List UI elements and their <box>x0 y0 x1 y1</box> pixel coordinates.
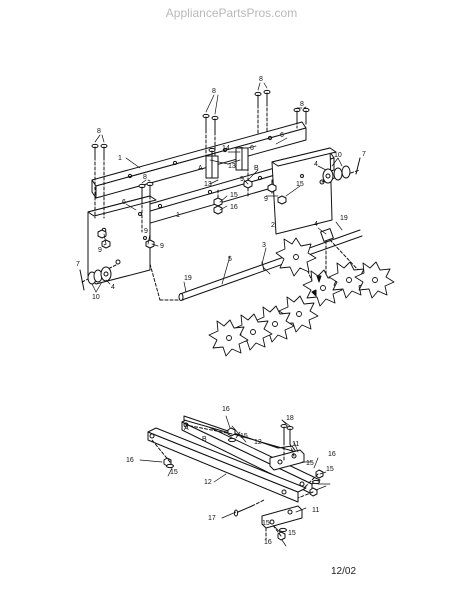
hex-nuts <box>97 179 287 249</box>
callout-label: B <box>254 165 259 172</box>
revision-date: 12/02 <box>331 566 357 577</box>
bearing-washers-left <box>79 266 112 291</box>
callout-label: 5 <box>228 256 232 263</box>
site-watermark: AppliancePartsPros.com <box>165 6 298 20</box>
callout-label: 15 <box>230 192 238 199</box>
tow-bar-top-rail <box>183 415 297 453</box>
callout-label: 13 <box>228 163 236 170</box>
callout-label: 19 <box>340 215 348 222</box>
callout-label: 16 <box>222 406 230 413</box>
callout-label: 2 <box>271 222 275 229</box>
callout-label: 16 <box>230 204 238 211</box>
callouts-bottom: 16 15 B 12 A 18 11 15 16 15 16 15 12 17 … <box>126 406 336 546</box>
tine-holders <box>205 147 249 179</box>
callout-label: 15 <box>170 469 178 476</box>
callout-label: 6 <box>250 145 254 152</box>
callout-label: 14 <box>222 145 230 152</box>
callout-label: 16 <box>264 539 272 546</box>
callout-label: 8 <box>259 76 263 83</box>
callout-label: 4 <box>314 161 318 168</box>
callout-label: B <box>202 436 207 443</box>
callout-label: 12 <box>254 439 262 446</box>
callout-label: 18 <box>286 415 294 422</box>
callout-label: 7 <box>362 151 366 158</box>
tow-bar-upper <box>181 417 321 495</box>
callout-label: 10 <box>92 294 100 301</box>
callout-label: 9 <box>144 228 148 235</box>
callout-label: 1 <box>118 155 122 162</box>
callout-label: 9 <box>98 247 102 254</box>
hitch-plate-lower <box>261 505 303 529</box>
callout-label: A <box>184 425 189 432</box>
hitch-alignment-lines <box>151 424 319 541</box>
callout-label: 15 <box>326 466 334 473</box>
callout-label: 17 <box>208 515 216 522</box>
callout-label: 8 <box>212 88 216 95</box>
star-tine-wheels <box>208 237 395 357</box>
callout-label: 15 <box>306 460 314 467</box>
callout-label: 7 <box>76 261 80 268</box>
callout-label: 6 <box>122 199 126 206</box>
callout-label: 12 <box>204 479 212 486</box>
callout-label: 16 <box>328 451 336 458</box>
callout-label: 9 <box>264 196 268 203</box>
callout-label: 10 <box>334 152 342 159</box>
axle-shaft <box>178 228 363 301</box>
callout-label: 4 <box>314 221 318 228</box>
callout-label: 8 <box>300 101 304 108</box>
callout-label: 19 <box>184 275 192 282</box>
callout-label: 8 <box>97 128 101 135</box>
callout-label: 11 <box>292 441 299 448</box>
side-bracket-right <box>271 147 337 235</box>
callout-label: 15 <box>240 433 248 440</box>
callout-label: A <box>198 165 203 172</box>
callout-label: 15 <box>288 530 296 537</box>
callout-label: 16 <box>126 457 134 464</box>
callout-label: 15 <box>296 181 304 188</box>
callout-label: 3 <box>262 242 266 249</box>
callout-label: 11 <box>312 507 319 514</box>
callout-label: 9 <box>240 176 244 183</box>
assembly-arrows <box>311 275 322 297</box>
callout-label: 8 <box>143 174 147 181</box>
callouts-top: 8 8 8 8 8 6 6 6 1 1 14 13 13 A B 15 16 1… <box>76 76 366 301</box>
callout-label: 6 <box>280 132 284 139</box>
callout-label: 1 <box>176 212 180 219</box>
bearing-washers-right <box>322 157 361 184</box>
hitch-plate-upper <box>269 449 305 471</box>
callout-label: 9 <box>160 243 164 250</box>
leader-lines-top <box>91 82 343 293</box>
callout-label: 4 <box>111 284 115 291</box>
leader-lines-bottom <box>139 415 331 547</box>
callout-label: 13 <box>204 181 212 188</box>
callout-label: 15 <box>262 520 270 527</box>
tow-bar-lower <box>147 427 307 503</box>
